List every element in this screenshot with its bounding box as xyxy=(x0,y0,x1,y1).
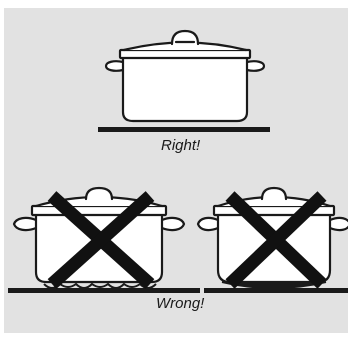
hob-line-left xyxy=(8,288,200,293)
hob-line-right xyxy=(204,288,348,293)
diagram-drawing xyxy=(4,8,348,333)
correct-pot-icon xyxy=(106,31,264,121)
flat-hob-line xyxy=(98,127,270,132)
diagram-panel xyxy=(4,8,348,333)
right-caption: Right! xyxy=(161,138,200,153)
wrong-caption: Wrong! xyxy=(156,296,204,311)
